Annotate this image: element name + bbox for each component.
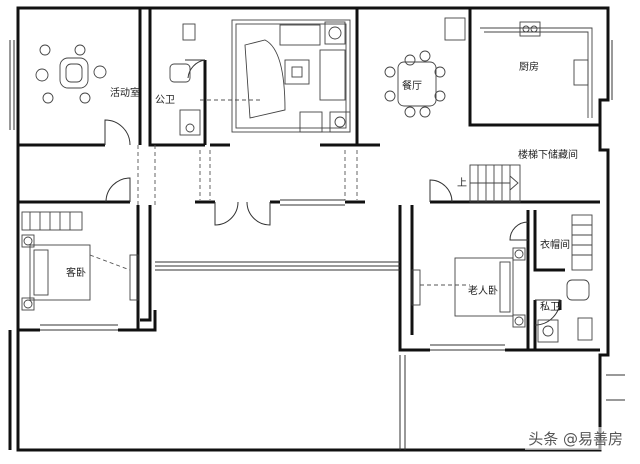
stair <box>469 164 521 203</box>
private-bath-fixtures <box>537 279 593 343</box>
room-label-guest-bedroom: 客卧 <box>66 266 86 279</box>
dining-furniture <box>384 50 446 118</box>
room-label-kitchen: 厨房 <box>519 60 539 73</box>
kitchen-fixtures <box>444 17 593 118</box>
room-label-stair-up: 上 <box>457 177 467 189</box>
watermark: 头条 @易善房 <box>525 427 626 450</box>
room-label-elder-bedroom: 老人卧 <box>468 284 498 297</box>
room-label-private-bath: 私卫 <box>540 301 560 313</box>
dashed-partitions <box>89 99 470 286</box>
guest-bedroom-furniture <box>21 211 139 311</box>
exterior-walls <box>9 6 613 452</box>
room-label-storage: 楼梯下储藏间 <box>518 148 578 161</box>
corridor-glazing <box>40 199 505 351</box>
interior-walls <box>8 8 600 450</box>
public-bath-fixtures <box>169 23 201 136</box>
living-room-furniture <box>231 19 351 133</box>
room-label-public-bath: 公卫 <box>155 95 175 106</box>
activity-room-furniture <box>35 44 107 104</box>
doors <box>104 59 625 401</box>
room-label-dining: 餐厅 <box>402 79 422 92</box>
room-label-activity: 活动室 <box>110 86 140 99</box>
elder-bedroom-furniture <box>411 214 593 328</box>
room-label-closet: 衣帽间 <box>540 238 570 251</box>
